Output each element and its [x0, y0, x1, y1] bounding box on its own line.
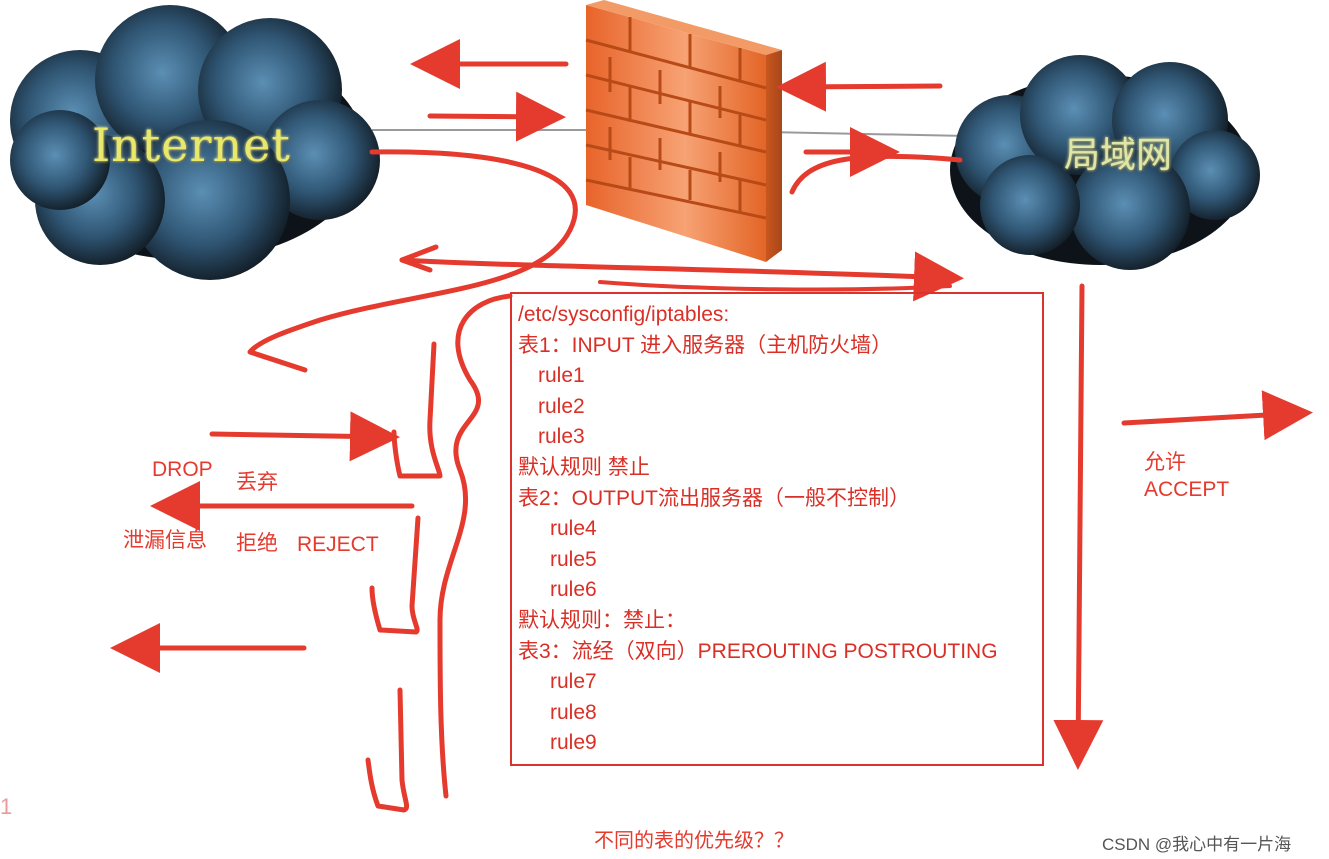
rule-heading: 表3：流经（双向）PREROUTING POSTROUTING: [518, 639, 998, 663]
lan-cloud: [950, 55, 1260, 270]
link-line-right: [765, 131, 969, 137]
rule-line: rule1: [538, 364, 585, 388]
firewall-wall-icon: [585, 0, 782, 262]
rule-heading: 默认规则：禁止：: [518, 608, 686, 632]
rule-heading: 表1：INPUT 进入服务器（主机防火墙）: [518, 333, 893, 357]
internet-cloud: [10, 5, 380, 280]
drop-label: DROP: [152, 458, 213, 481]
arrow-right-curve: [789, 153, 963, 195]
path-internet-input: [247, 149, 578, 373]
rule-line: rule2: [538, 394, 585, 418]
allow-label: 允许: [1144, 451, 1186, 474]
priority-question: 不同的表的优先级？？: [594, 830, 794, 852]
refuse-label: 拒绝: [236, 532, 278, 555]
rule-line: rule4: [550, 517, 597, 541]
arrow-bidirectional: [399, 251, 964, 302]
rule-line: rule8: [550, 700, 597, 724]
iptables-rules-box: [510, 292, 1044, 766]
rule-heading: /etc/sysconfig/iptables:: [518, 303, 730, 326]
lan-label: 局域网: [1064, 135, 1173, 176]
arrow-top-right-inbound: [776, 61, 943, 112]
iptables-rules-list: /etc/sysconfig/iptables: 表1：INPUT 进入服务器（主…: [518, 300, 998, 759]
rule-heading: 默认规则 禁止: [518, 455, 650, 479]
path-input-to-drop: [391, 341, 443, 479]
rule-line: rule5: [550, 547, 597, 571]
rule-line: rule9: [550, 731, 597, 755]
arrow-top-left-inbound: [427, 91, 566, 142]
discard-label: 丢弃: [236, 471, 278, 494]
reject-label: REJECT: [297, 533, 379, 556]
rule-line: rule6: [550, 578, 597, 602]
leak-info-label: 泄漏信息: [123, 529, 207, 552]
arrow-vertical-right: [1053, 283, 1104, 770]
rule-heading: 表2：OUTPUT流出服务器（一般不控制）: [518, 486, 911, 510]
internet-label: Internet: [92, 118, 291, 172]
path-main-descend: [437, 293, 513, 799]
arrow-accept: [1121, 390, 1313, 441]
csdn-watermark: CSDN @我心中有一片海: [1102, 835, 1292, 854]
red-annotations: [110, 39, 1313, 813]
edge-mark: 1: [0, 794, 13, 819]
rule-line: rule7: [550, 670, 597, 694]
accept-label: ACCEPT: [1144, 478, 1230, 501]
rule-line: rule3: [538, 425, 585, 449]
